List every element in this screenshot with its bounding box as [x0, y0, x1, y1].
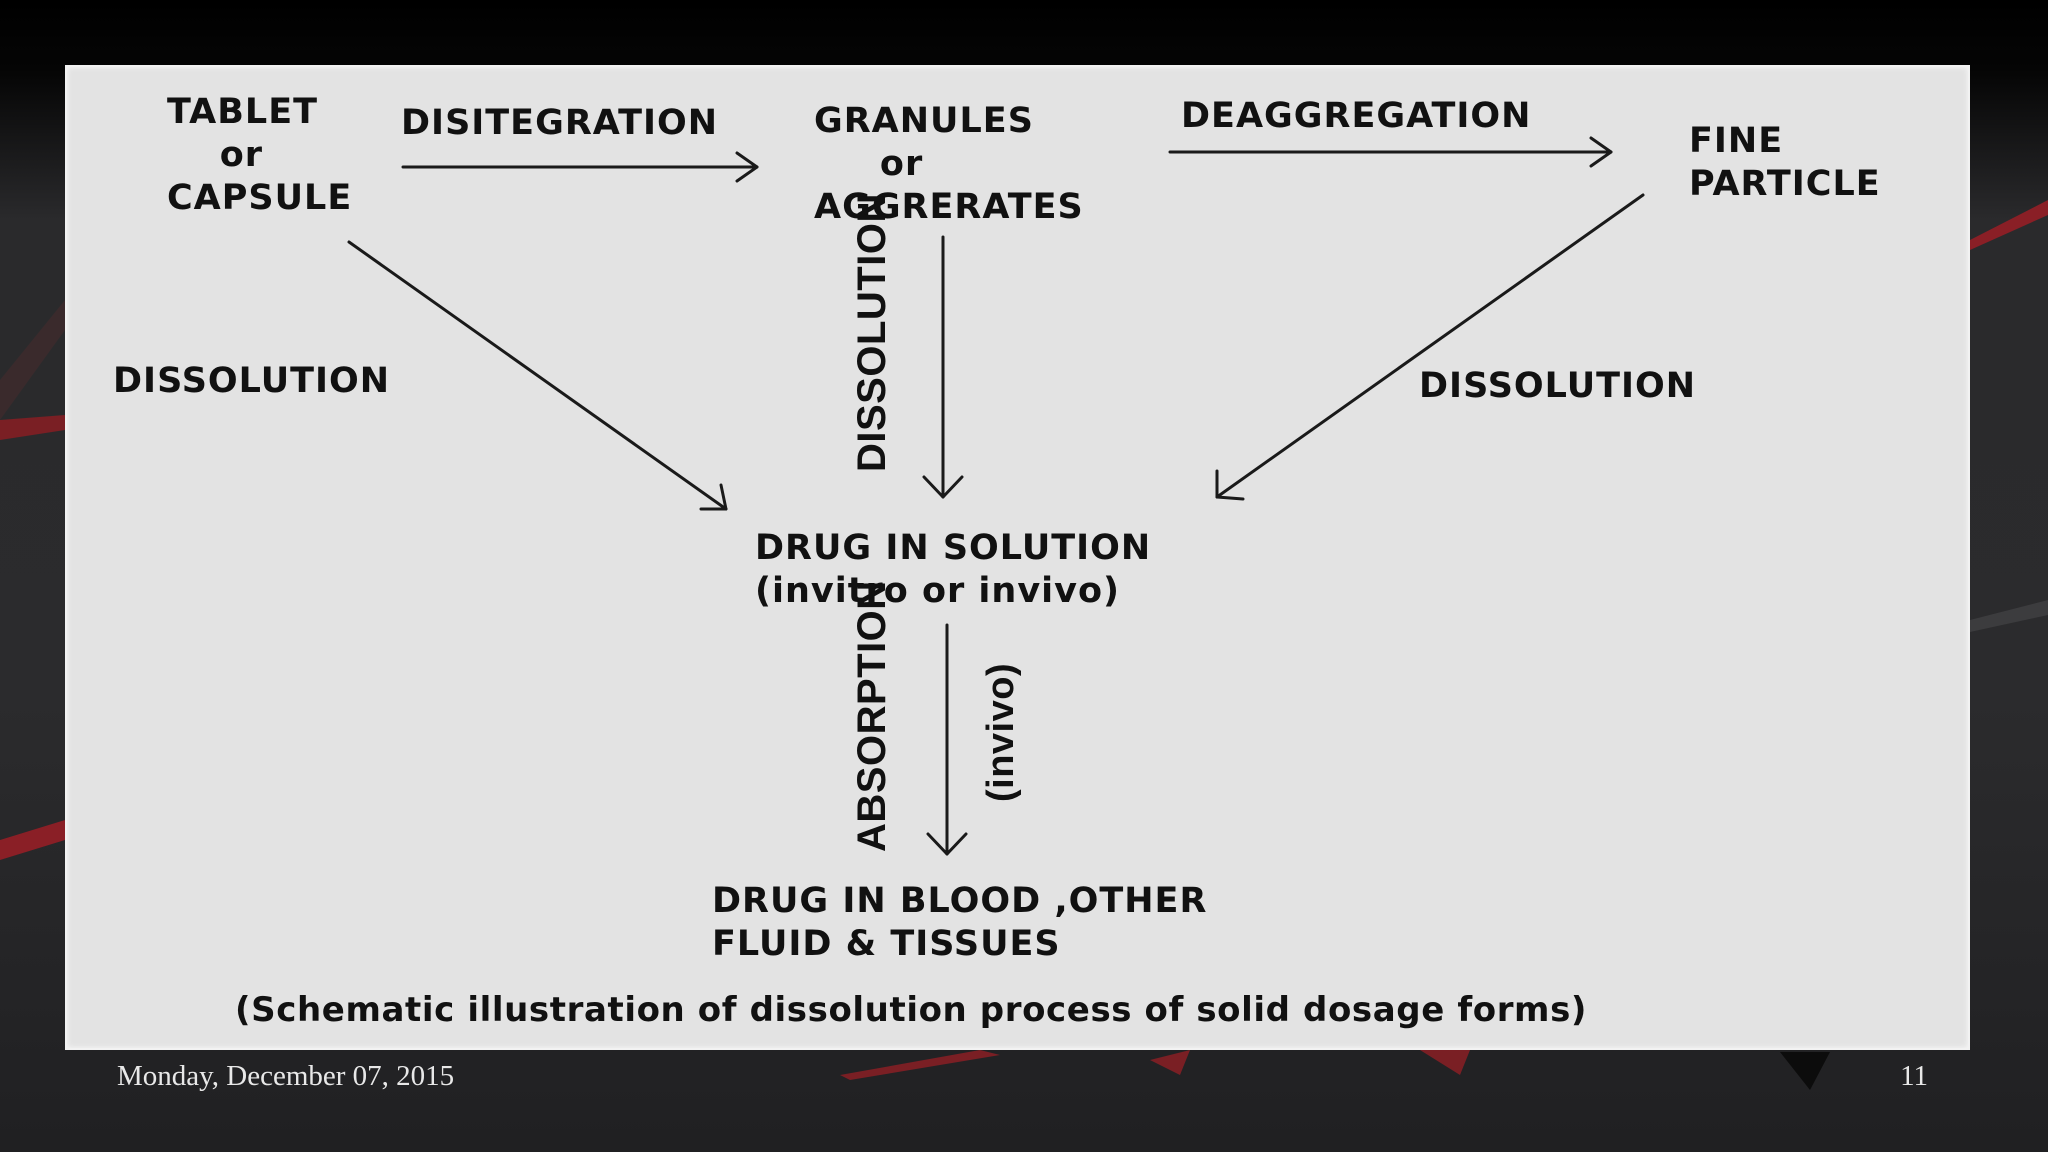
label-dissolution-right: DISSOLUTION [1419, 366, 1697, 406]
arrow-dissolution-left [347, 240, 728, 511]
slide-page-number: 11 [1900, 1060, 1928, 1092]
label-deaggregation: DEAGGREGATION [1181, 96, 1532, 136]
node-tablet-or-capsule: TABLET or CAPSULE [167, 92, 353, 218]
label-dissolution-left: DISSOLUTION [113, 361, 391, 401]
label-dissolution-center: DISSOLUTION [850, 193, 894, 472]
label-disintegration: DISITEGRATION [401, 103, 719, 143]
label-absorption: ABSORPTION [850, 580, 894, 852]
label-invivo: (invivo) [980, 662, 1022, 802]
slide-date: Monday, December 07, 2015 [117, 1060, 455, 1092]
node-drug-in-solution: DRUG IN SOLUTION (invitro or invivo) [755, 528, 1152, 611]
arrow-dissolution-right [1215, 193, 1645, 499]
node-granules-or-aggregates: GRANULES or AGGRERATES [814, 101, 1084, 227]
diagram-panel: TABLET or CAPSULE GRANULES or AGGRERATES… [65, 65, 1970, 1050]
diagram-caption: (Schematic illustration of dissolution p… [235, 990, 1588, 1030]
diagram-arrows [347, 136, 1645, 856]
node-drug-in-blood: DRUG IN BLOOD ,OTHER FLUID & TISSUES [712, 881, 1208, 964]
node-fine-particle: FINE PARTICLE [1689, 121, 1881, 204]
